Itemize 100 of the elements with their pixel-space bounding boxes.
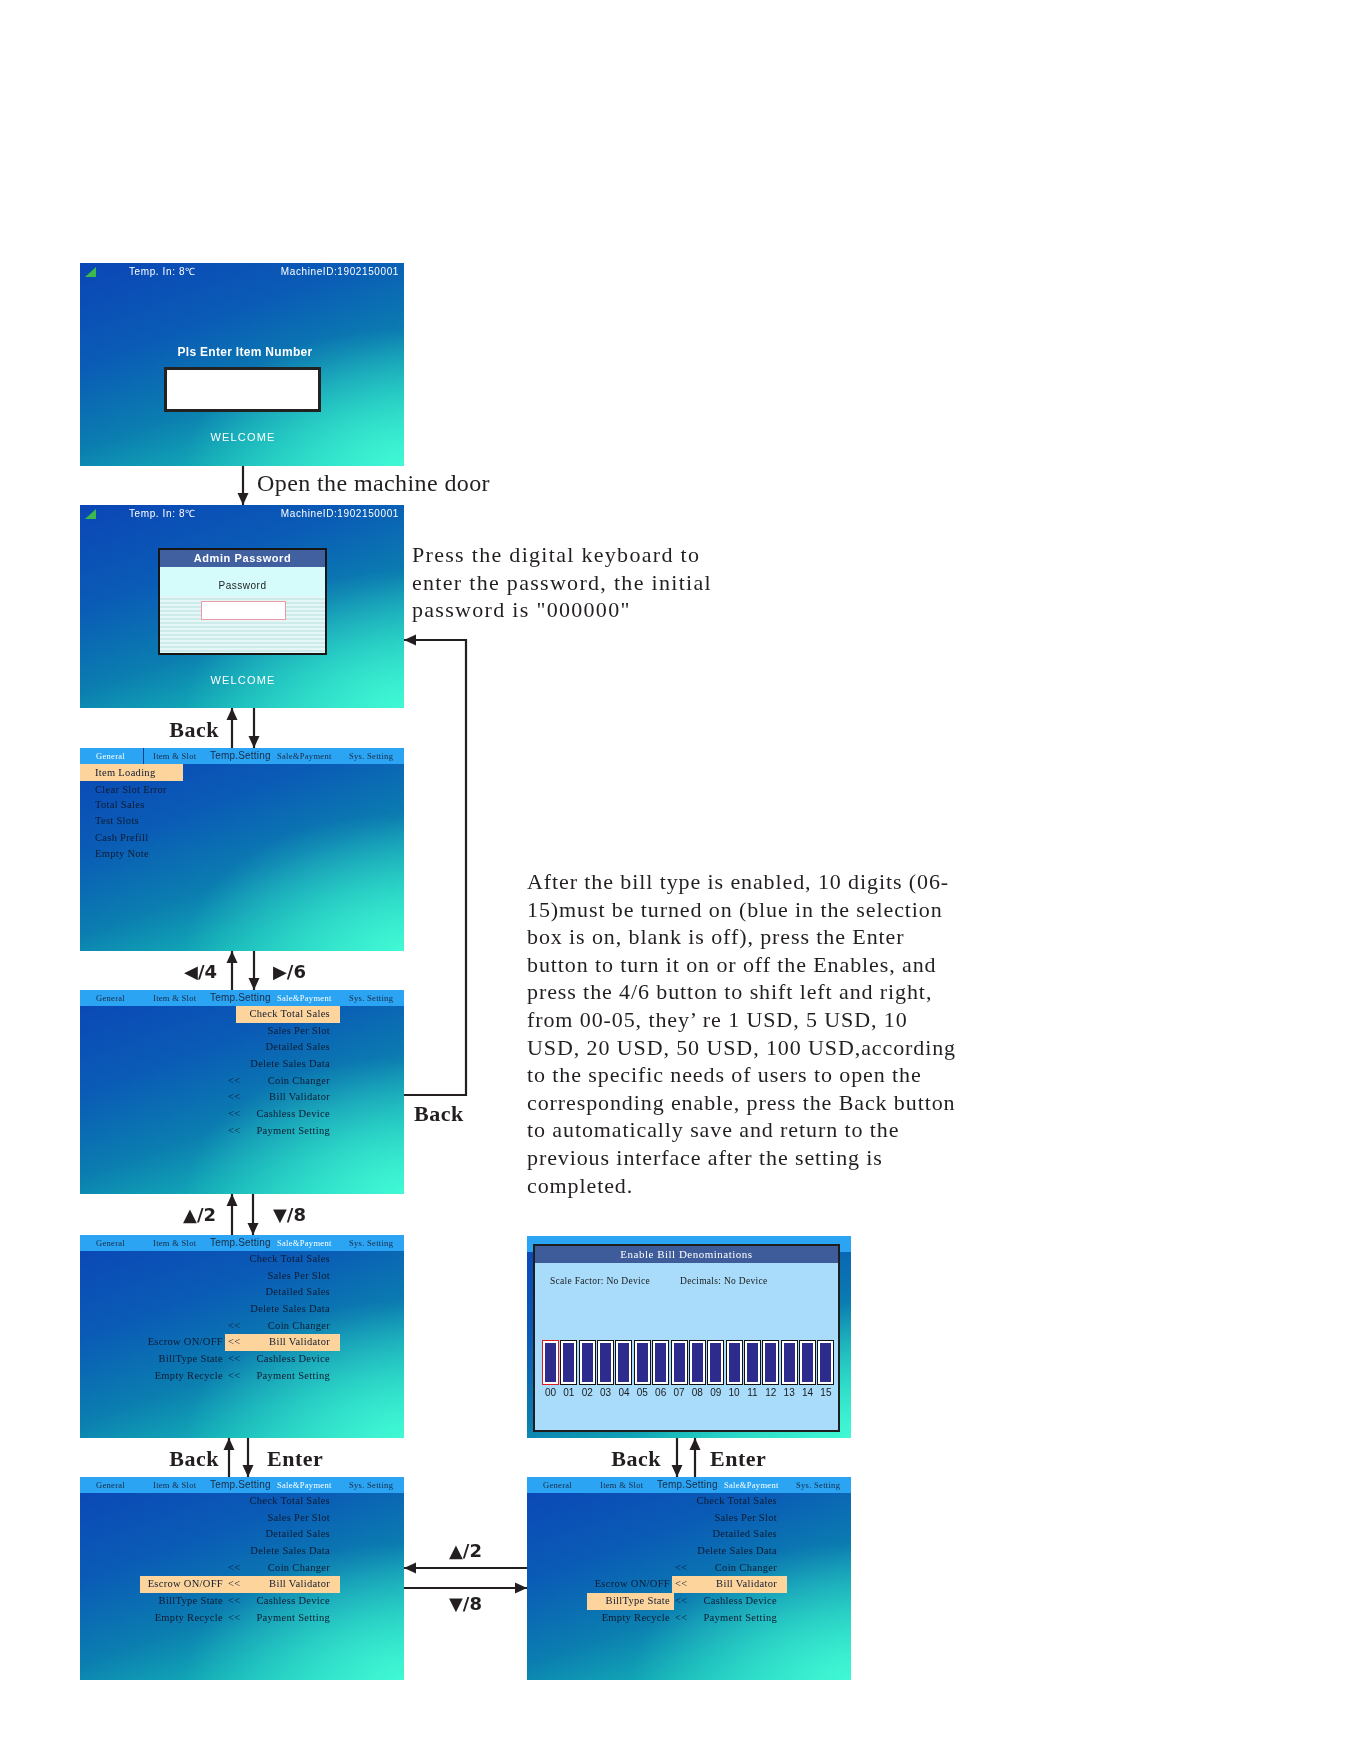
menu-item: Coin Changer	[714, 1560, 777, 1575]
menu-item: Cashless Device	[256, 1107, 330, 1121]
submenu-marker: <<	[228, 1335, 241, 1350]
menu-item: Sales Per Slot	[267, 1023, 330, 1038]
slot-number: 11	[747, 1387, 758, 1399]
menu-item: Bill Validator	[269, 1577, 330, 1592]
dialog-title-bar: Admin Password	[160, 550, 325, 567]
menu-item: Empty Recycle	[154, 1368, 223, 1383]
prompt-text: Pls Enter Item Number	[177, 344, 313, 360]
status-text: Temp. In: 8℃	[129, 266, 196, 278]
arrow	[242, 1438, 254, 1477]
display-screen	[80, 263, 404, 466]
menu-item: Payment Setting	[703, 1610, 777, 1625]
menu-item: Check Total Sales	[696, 1494, 777, 1508]
tab-label: Sale&Payment	[277, 750, 332, 763]
arrow	[404, 1582, 527, 1594]
slot-number: 00	[544, 1387, 557, 1399]
menu-item: Check Total Sales	[249, 1494, 330, 1508]
slot-number: 15	[820, 1387, 832, 1399]
welcome-text: WELCOME	[210, 430, 276, 445]
menu-item: Delete Sales Data	[250, 1544, 330, 1558]
menu-item: Check Total Sales	[249, 1007, 330, 1021]
menu-item: Clear Slot Error	[95, 783, 167, 797]
tab-label: General	[96, 1479, 125, 1492]
menu-item: Empty Recycle	[154, 1610, 223, 1625]
menu-item: Cashless Device	[703, 1594, 777, 1608]
menu-item: Payment Setting	[256, 1368, 330, 1383]
display-screen	[80, 505, 404, 708]
menu-item: Detailed Sales	[265, 1527, 330, 1542]
submenu-marker: <<	[228, 1610, 241, 1625]
menu-item: Test Slots	[95, 814, 139, 828]
menu-item: Delete Sales Data	[697, 1544, 777, 1558]
menu-item: Delete Sales Data	[250, 1302, 330, 1316]
menu-item: Empty Recycle	[601, 1610, 670, 1625]
tab-label: Sale&Payment	[277, 992, 332, 1005]
menu-item: BillType State	[605, 1594, 670, 1608]
tab-label: Temp.Setting	[210, 1478, 271, 1492]
password-dialog	[158, 548, 327, 655]
menu-item: Bill Validator	[716, 1577, 777, 1592]
arrow	[248, 951, 260, 990]
menu-item: Escrow ON/OFF	[594, 1577, 670, 1592]
submenu-marker: <<	[228, 1090, 241, 1105]
slot-number: 05	[636, 1387, 648, 1399]
tab-label: General	[96, 992, 125, 1005]
menu-item: Bill Validator	[269, 1090, 330, 1105]
slot-number: 13	[783, 1387, 795, 1399]
tab-label: Temp.Setting	[210, 749, 271, 763]
menu-item: Cashless Device	[256, 1352, 330, 1366]
tab-label: Temp.Setting	[210, 1236, 271, 1250]
submenu-marker: <<	[228, 1368, 241, 1383]
arrow	[237, 466, 249, 505]
tab-label: Sys. Setting	[349, 1479, 394, 1492]
menu-item: Sales Per Slot	[714, 1510, 777, 1525]
submenu-marker: <<	[228, 1352, 241, 1366]
arrow	[226, 708, 238, 748]
tab-label: Temp.Setting	[657, 1478, 718, 1492]
tab-label: Sys. Setting	[796, 1479, 841, 1492]
arrow	[226, 951, 238, 990]
arrow	[223, 1438, 235, 1477]
arrow	[404, 1562, 527, 1574]
info-text: Decimals: No Device	[680, 1275, 768, 1288]
menu-screen	[80, 748, 404, 951]
menu-item: Escrow ON/OFF	[147, 1577, 223, 1592]
arrow	[404, 634, 468, 1097]
menu-item: Sales Per Slot	[267, 1268, 330, 1283]
tab-label: Item & Slot	[153, 1479, 197, 1492]
menu-item: Empty Note	[95, 847, 150, 861]
info-text: Scale Factor: No Device	[550, 1275, 651, 1288]
menu-item: BillType State	[158, 1352, 223, 1366]
menu-item: Cash Prefill	[95, 831, 149, 845]
slot-number: 10	[728, 1387, 740, 1399]
tab-label: Item & Slot	[600, 1479, 644, 1492]
tab-label: Item & Slot	[153, 750, 197, 763]
menu-item: Payment Setting	[256, 1610, 330, 1625]
arrow	[247, 1194, 259, 1235]
slot-number: 09	[710, 1387, 722, 1399]
status-text: MachineID:1902150001	[280, 508, 399, 520]
tab-label: Sale&Payment	[277, 1237, 332, 1250]
submenu-marker: <<	[675, 1594, 688, 1608]
menu-item: Item Loading	[95, 765, 156, 780]
slot-number: 14	[801, 1387, 814, 1399]
tab-label: Temp.Setting	[210, 991, 271, 1005]
tab-label: Sys. Setting	[349, 1237, 394, 1250]
submenu-marker: <<	[228, 1107, 241, 1121]
menu-screen	[527, 1477, 851, 1680]
menu-item: Check Total Sales	[249, 1252, 330, 1266]
submenu-marker: <<	[675, 1577, 688, 1592]
slot-number: 06	[655, 1387, 667, 1399]
menu-item: Delete Sales Data	[250, 1057, 330, 1071]
tab-label: Item & Slot	[153, 1237, 197, 1250]
tab-label: Item & Slot	[153, 992, 197, 1005]
menu-item: Payment Setting	[256, 1123, 330, 1138]
tab-label: Sys. Setting	[349, 750, 394, 763]
menu-item: Coin Changer	[267, 1318, 330, 1333]
slot-number: 04	[618, 1387, 630, 1399]
submenu-marker: <<	[228, 1577, 241, 1592]
arrow	[671, 1438, 683, 1477]
submenu-marker: <<	[675, 1610, 688, 1625]
instruction-text: After the bill type is enabled, 10 digits (06-15)must be turned on (blue in the selection box is on, blank is off), press the Enter button to turn it on or off the Enables, and press the 4/6 button to shift left and right, from 00-05, they’ re 1 USD, 5 USD, 10 USD, 20 USD, 50 USD, 100 USD,according to the specific needs of users to open the corresponding enable, press the Back button to automatically save and return to the previous interface after the setting is completed.	[527, 868, 957, 1200]
submenu-marker: <<	[228, 1073, 241, 1088]
